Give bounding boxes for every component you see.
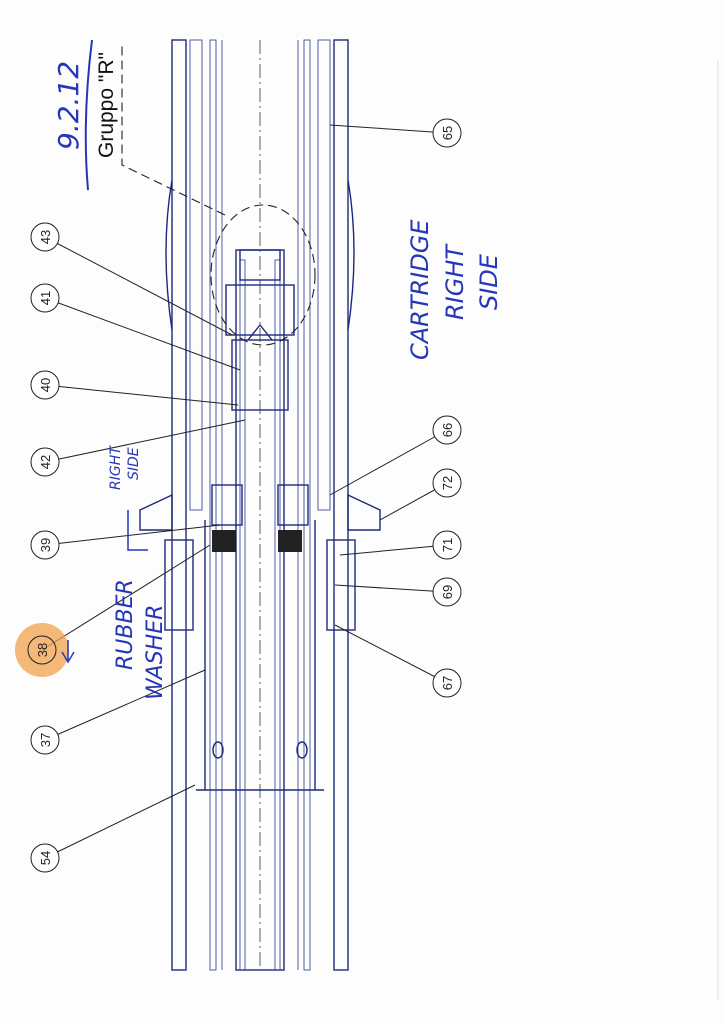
callout-circle: [30, 843, 60, 873]
leader-line-43: [44, 236, 233, 336]
cartridge-note-1: CARTRIDGE: [406, 219, 434, 360]
callout-number: 69: [440, 585, 455, 599]
callout-circle: [30, 283, 60, 313]
callout-number: 41: [38, 291, 53, 305]
leader-line-38: [41, 544, 211, 651]
callout-number: 66: [440, 423, 455, 437]
callout-39: 39: [30, 530, 60, 560]
callout-67: 67: [432, 668, 462, 698]
callout-circle: [432, 468, 462, 498]
callout-circle: [30, 447, 60, 477]
callout-38: 38: [15, 623, 69, 677]
highlight-marker: [15, 623, 69, 677]
callout-circle: [432, 668, 462, 698]
callout-number: 40: [38, 378, 53, 392]
leader-line-65: [329, 124, 448, 134]
leader-line-66: [329, 429, 448, 496]
leader-line-69: [334, 584, 448, 593]
leader-line-37: [44, 669, 206, 741]
callout-43: 43: [30, 222, 60, 252]
callout-number: 43: [38, 230, 53, 244]
right-side-note-1: RIGHT: [108, 445, 124, 490]
callout-69: 69: [432, 577, 462, 607]
callout-number: 42: [38, 455, 53, 469]
callout-71: 71: [432, 530, 462, 560]
callout-circle: [30, 530, 60, 560]
leader-line-41: [44, 297, 241, 371]
callout-54: 54: [30, 843, 60, 873]
leader-line-39: [44, 524, 221, 546]
cartridge-note-3: SIDE: [475, 253, 503, 310]
callout-circle: [30, 370, 60, 400]
inner-tube: [196, 39, 324, 971]
detail-circle: [210, 204, 316, 346]
callout-40: 40: [30, 370, 60, 400]
callout-circle: [432, 577, 462, 607]
callout-number: 38: [35, 643, 50, 657]
callout-circle: [27, 635, 57, 665]
right-side-note-2: SIDE: [126, 447, 142, 480]
leader-line-54: [44, 784, 196, 859]
callout-37: 37: [30, 725, 60, 755]
callout-42: 42: [30, 447, 60, 477]
callout-circle: [432, 415, 462, 445]
cartridge-note-2: RIGHT: [441, 243, 469, 320]
callout-number: 65: [440, 126, 455, 140]
leader-line-40: [44, 384, 239, 406]
callout-circle: [432, 118, 462, 148]
callout-circle: [30, 222, 60, 252]
callout-number: 71: [440, 538, 455, 552]
callout-circle: [432, 530, 462, 560]
rubber-washer-note-2: WASHER: [143, 605, 168, 700]
rod-guide: [139, 484, 381, 759]
leader-line-71: [339, 544, 448, 556]
callout-65: 65: [432, 118, 462, 148]
callout-66: 66: [432, 415, 462, 445]
rubber-washer-note-1: RUBBER: [113, 579, 138, 670]
callout-41: 41: [30, 283, 60, 313]
callout-circle: [30, 725, 60, 755]
callout-72: 72: [432, 468, 462, 498]
group-title: Gruppo "R": [95, 52, 118, 158]
callout-number: 67: [440, 676, 455, 690]
date-note: 9.2.12: [52, 61, 85, 150]
leader-line-67: [334, 624, 448, 684]
callout-number: 37: [38, 733, 53, 747]
piston-rod: [225, 40, 295, 971]
callout-number: 54: [38, 851, 53, 865]
callout-number: 72: [440, 476, 455, 490]
callout-number: 39: [38, 538, 53, 552]
leader-line-42: [44, 419, 246, 463]
